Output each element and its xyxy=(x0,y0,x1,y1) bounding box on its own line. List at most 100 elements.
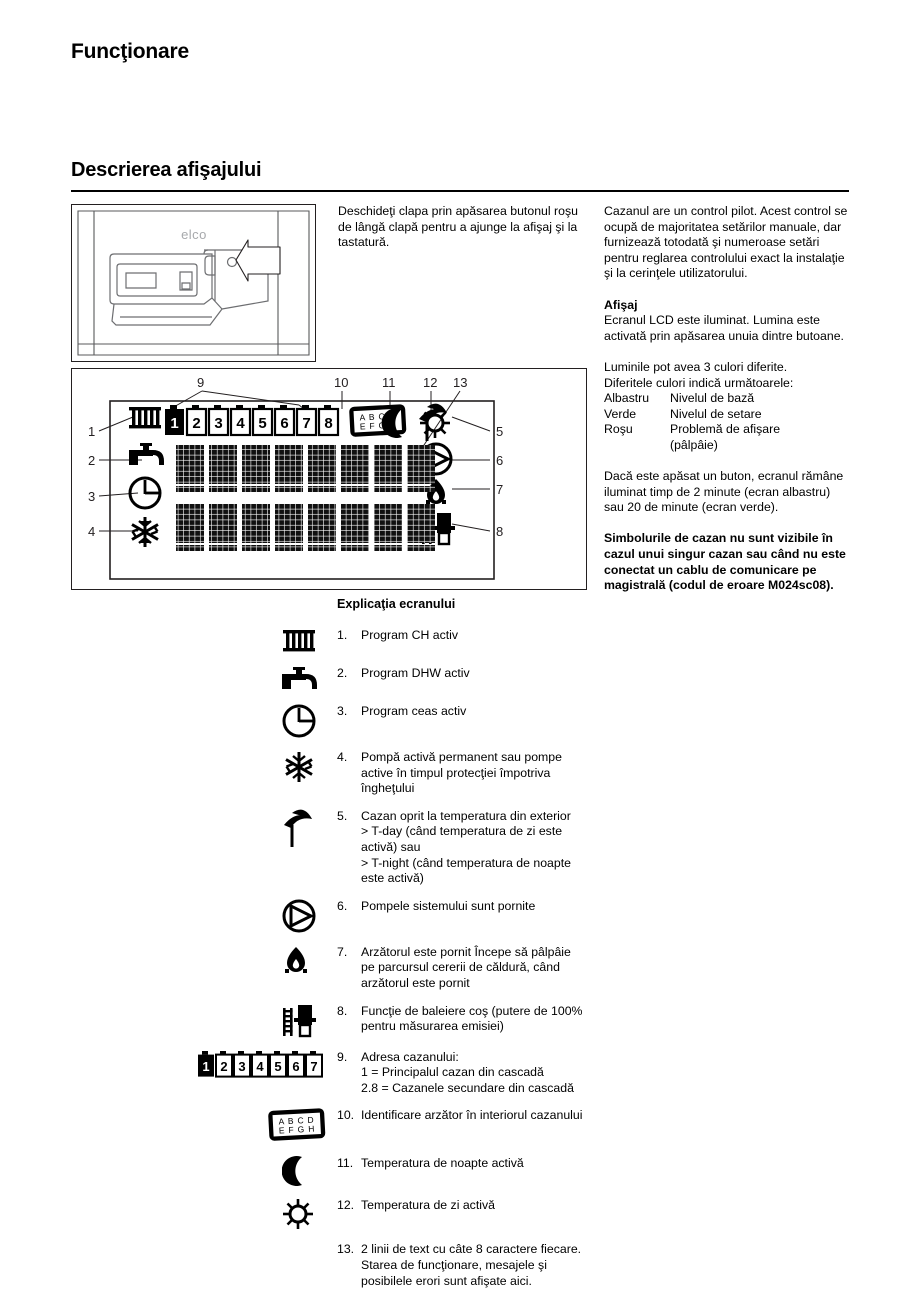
address-box-4-label: 4 xyxy=(236,415,245,432)
legend-number: 10. xyxy=(337,1108,355,1123)
clock-icon xyxy=(128,476,162,510)
address-boxes-icon: 1 2 3 4 xyxy=(197,1050,337,1082)
legend-text: Identificare arzător în interiorul cazan… xyxy=(361,1108,583,1123)
color-name: Albastru xyxy=(604,391,650,406)
legend-number: 13. xyxy=(337,1242,355,1257)
brand-logo: elco xyxy=(181,227,207,242)
parasol-icon xyxy=(197,809,337,849)
legend-number: 6. xyxy=(337,898,348,913)
legend-number: 9. xyxy=(337,1049,348,1064)
pointer-arrow-icon xyxy=(235,239,281,282)
color-legend-table: Albastru Nivelul de bază Verde Nivelul d… xyxy=(604,391,852,453)
svg-text:4: 4 xyxy=(256,1059,264,1074)
lcd-frame xyxy=(109,400,495,580)
flame-icon xyxy=(197,945,337,977)
display-paragraph: Ecranul LCD este iluminat. Lumina este a… xyxy=(604,313,844,343)
svg-text:3: 3 xyxy=(238,1059,245,1074)
color-meaning: Nivelul de setare xyxy=(670,406,762,421)
legend-text: Temperatura de noapte activă xyxy=(361,1156,524,1171)
legend-item: 12. Temperatura de zi activă xyxy=(197,1198,587,1230)
light-colors-block: Luminile pot avea 3 culori diferite. Dif… xyxy=(604,360,852,391)
legend-number: 1. xyxy=(337,628,348,642)
legend-text: Adresa cazanului: 1 = Principalul cazan … xyxy=(361,1049,574,1095)
legend-item: 1. Program CH activ xyxy=(197,628,587,654)
lcd-text-grid xyxy=(176,445,435,551)
legend-number: 12. xyxy=(337,1198,355,1213)
legend-item: 8. Funcţie de baleiere coş (putere de 10… xyxy=(197,1004,587,1038)
legend-item: 7. Arzătorul este pornit Începe să pâlpâ… xyxy=(197,945,587,992)
flame-icon xyxy=(426,479,446,504)
legend-section: Explicaţia ecranului 1. Program CH activ xyxy=(197,597,587,1301)
legend-item: 13. 2 linii de text cu câte 8 caractere … xyxy=(197,1242,587,1289)
color-meaning-continued: (pâlpâie) xyxy=(670,437,718,452)
legend-number: 4. xyxy=(337,750,348,764)
legend-item: 6. Pompele sistemului sunt pornite xyxy=(197,899,587,933)
callout-5: 5 xyxy=(496,424,503,439)
snowflake-icon xyxy=(197,750,337,784)
callout-6: 6 xyxy=(496,453,503,468)
color-row: Verde Nivelul de setare xyxy=(604,407,780,423)
legend-item: 3. Program ceas activ xyxy=(197,704,587,738)
address-box-7-label: 7 xyxy=(302,415,310,432)
callout-11: 11 xyxy=(382,375,396,390)
right-column: Cazanul are un control pilot. Acest cont… xyxy=(604,204,852,594)
legend-number: 11. xyxy=(337,1156,354,1171)
legend-text: Pompă activă permanent sau pompe active … xyxy=(361,750,562,796)
color-name-empty xyxy=(604,438,670,454)
address-box-2-label: 2 xyxy=(192,415,200,432)
legend-item: 5. Cazan oprit la temperatura din exteri… xyxy=(197,809,587,887)
chapter-title: Funcţionare xyxy=(71,40,189,63)
address-box-5-label: 5 xyxy=(258,415,266,432)
callout-10: 10 xyxy=(334,375,348,390)
callout-12: 12 xyxy=(423,375,437,390)
moon-icon xyxy=(381,408,402,438)
legend-text: Pompele sistemului sunt pornite xyxy=(361,898,536,913)
color-name: Roşu xyxy=(604,422,633,437)
color-meaning: Problemă de afişare xyxy=(670,422,781,437)
legend-text: Cazan oprit la temperatura din exterior … xyxy=(361,808,571,886)
tap-icon xyxy=(129,443,164,465)
legend-text: Program CH activ xyxy=(361,628,459,642)
legend-text: Funcţie de baleiere coş (putere de 100% … xyxy=(361,1003,583,1034)
callout-8: 8 xyxy=(496,524,503,539)
callout-7: 7 xyxy=(496,482,503,497)
legend-number: 5. xyxy=(337,808,348,823)
boiler-symbols-note: Simbolurile de cazan nu sunt vizibile în… xyxy=(604,531,846,593)
legend-text: Temperatura de zi activă xyxy=(361,1198,495,1213)
color-rows: Albastru Nivelul de bază Verde Nivelul d… xyxy=(604,391,780,453)
clock-icon xyxy=(197,704,337,738)
moon-icon xyxy=(197,1156,337,1187)
chimney-sweep-icon xyxy=(197,1004,337,1038)
color-row: Roşu Problemă de afişare xyxy=(604,422,780,438)
legend-item: A B C D E F G H 10. Identificare arzător… xyxy=(197,1108,587,1144)
light-colors-line-1: Luminile pot avea 3 culori diferite. xyxy=(604,359,788,374)
svg-text:6: 6 xyxy=(292,1059,299,1074)
color-row: (pâlpâie) xyxy=(604,438,780,454)
legend-text: Program ceas activ xyxy=(361,704,467,718)
page-footer: 39 RO xyxy=(0,1246,920,1286)
callout-3: 3 xyxy=(88,489,95,504)
burner-id-icon: A B C D E F G H xyxy=(197,1108,337,1144)
callout-numbers: 1 2 3 4 5 6 7 8 9 10 11 12 13 xyxy=(88,375,503,539)
legend-item: 4. Pompă activă permanent sau pompe acti… xyxy=(197,750,587,797)
legend-number: 7. xyxy=(337,944,348,959)
legend-item: 2. Program DHW activ xyxy=(197,666,587,692)
legend-text: Arzătorul este pornit Începe să pâlpâie … xyxy=(361,944,571,990)
burner-id-row-2: E F G H xyxy=(360,420,397,432)
color-meaning: Nivelul de bază xyxy=(670,391,755,406)
color-name: Verde xyxy=(604,406,637,421)
section-title: Descrierea afişajului xyxy=(71,159,262,181)
svg-text:E F G H: E F G H xyxy=(279,1124,316,1136)
boiler-panel-illustration: elco xyxy=(71,204,316,362)
parasol-icon xyxy=(419,403,447,441)
light-colors-line-2: Diferitele culori indică următoarele: xyxy=(604,375,794,390)
legend-item: 11. Temperatura de noapte activă xyxy=(197,1156,587,1187)
legend-number: 3. xyxy=(337,704,348,718)
callout-1: 1 xyxy=(88,424,95,439)
intro-paragraph: Deschideţi clapa prin apăsarea butonul r… xyxy=(338,204,578,250)
tap-icon xyxy=(197,666,337,692)
callout-4: 4 xyxy=(88,524,95,539)
radiator-icon xyxy=(129,407,161,429)
lcd-display-diagram: 1 2 3 4 5 6 7 8 9 10 11 12 13 xyxy=(71,368,587,590)
